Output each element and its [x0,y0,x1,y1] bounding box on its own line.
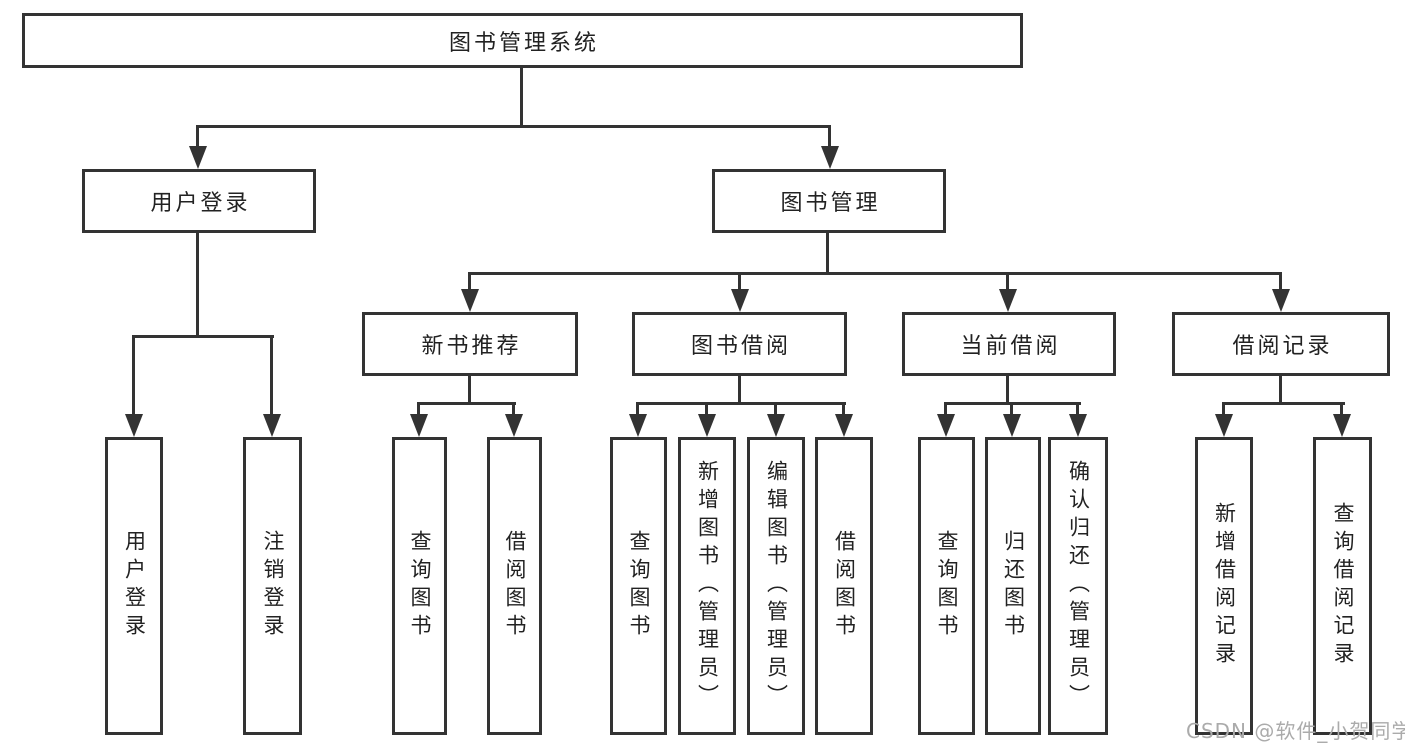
connector-line [196,125,199,147]
arrowhead-icon [1003,414,1021,437]
connector-line [1340,402,1343,415]
connector-line [1279,376,1282,405]
connector-line [1006,272,1009,290]
connector-line [705,402,708,415]
arrowhead-icon [999,289,1017,312]
arrowhead-icon [1215,414,1233,437]
connector-line [1006,376,1009,405]
arrowhead-icon [410,414,428,437]
leaf-recommend-query-books-label: 查询图书 [408,530,432,642]
connector-line [468,376,471,405]
leaf-add-borrow-record-label: 新增借阅记录 [1212,502,1237,670]
connector-line [842,402,845,415]
arrowhead-icon [731,289,749,312]
leaf-borrowing-borrow-books: 借阅图书 [815,437,873,735]
node-current-borrowing-label: 当前借阅 [960,334,1061,359]
connector-line [636,402,639,415]
arrowhead-icon [461,289,479,312]
leaf-logout-label: 注销登录 [261,530,285,642]
connector-line [636,402,846,405]
leaf-current-query-books: 查询图书 [918,437,975,735]
leaf-confirm-return-admin: 确认归还（管理员） [1048,437,1108,735]
leaf-return-books-label: 归还图书 [1001,530,1026,642]
node-new-book-recommend: 新书推荐 [362,312,578,376]
leaf-user-login-label: 用户登录 [122,530,147,642]
connector-line [1222,402,1225,415]
node-book-management-label: 图书管理 [780,191,881,216]
node-user-login: 用户登录 [82,169,316,233]
arrowhead-icon [1333,414,1351,437]
connector-line [774,402,777,415]
arrowhead-icon [1272,289,1290,312]
leaf-add-books-admin-label: 新增图书（管理员） [695,460,720,712]
arrowhead-icon [835,414,853,437]
arrowhead-icon [821,146,839,169]
connector-line [520,68,523,125]
leaf-logout: 注销登录 [243,437,302,735]
connector-line [417,402,516,405]
connector-line [828,125,831,147]
leaf-edit-books-admin-label: 编辑图书（管理员） [764,460,789,712]
node-book-management: 图书管理 [712,169,946,233]
connector-line [1279,272,1282,290]
node-root: 图书管理系统 [22,13,1023,68]
connector-line [468,272,471,290]
node-user-login-label: 用户登录 [150,191,251,216]
connector-line [270,335,273,415]
connector-line [196,233,199,335]
connector-line [738,272,741,290]
connector-line [1076,402,1079,415]
connector-line [738,376,741,405]
connector-line [512,402,515,415]
leaf-borrowing-query-books: 查询图书 [610,437,667,735]
leaf-return-books: 归还图书 [985,437,1041,735]
node-root-label: 图书管理系统 [448,30,599,56]
leaf-current-query-books-label: 查询图书 [935,530,959,642]
node-book-borrowing: 图书借阅 [632,312,847,376]
arrowhead-icon [1069,414,1087,437]
node-borrowing-records-label: 借阅记录 [1232,334,1333,359]
arrowhead-icon [263,414,281,437]
arrowhead-icon [125,414,143,437]
connector-line [468,272,1282,275]
leaf-borrowing-borrow-books-label: 借阅图书 [832,530,857,642]
connector-line [132,335,274,338]
leaf-add-borrow-record: 新增借阅记录 [1195,437,1253,735]
leaf-recommend-query-books: 查询图书 [392,437,447,735]
leaf-query-borrow-record-label: 查询借阅记录 [1331,502,1355,670]
connector-line [944,402,947,415]
connector-line [196,125,831,128]
leaf-recommend-borrow-books: 借阅图书 [487,437,542,735]
node-borrowing-records: 借阅记录 [1172,312,1390,376]
arrowhead-icon [629,414,647,437]
connector-line [1010,402,1013,415]
leaf-add-books-admin: 新增图书（管理员） [678,437,736,735]
leaf-edit-books-admin: 编辑图书（管理员） [747,437,805,735]
leaf-user-login: 用户登录 [105,437,163,735]
csdn-watermark: CSDN @软件_小贺同学 [1186,719,1405,743]
connector-line [417,402,420,415]
node-new-book-recommend-label: 新书推荐 [421,334,522,359]
arrowhead-icon [698,414,716,437]
node-book-borrowing-label: 图书借阅 [690,334,791,359]
leaf-query-borrow-record: 查询借阅记录 [1313,437,1372,735]
connector-line [826,233,829,272]
arrowhead-icon [189,146,207,169]
leaf-confirm-return-admin-label: 确认归还（管理员） [1066,460,1091,712]
arrowhead-icon [937,414,955,437]
arrowhead-icon [767,414,785,437]
leaf-recommend-borrow-books-label: 借阅图书 [503,530,527,642]
connector-line [1222,402,1345,405]
node-current-borrowing: 当前借阅 [902,312,1116,376]
arrowhead-icon [505,414,523,437]
leaf-borrowing-query-books-label: 查询图书 [627,530,651,642]
connector-line [132,335,135,415]
